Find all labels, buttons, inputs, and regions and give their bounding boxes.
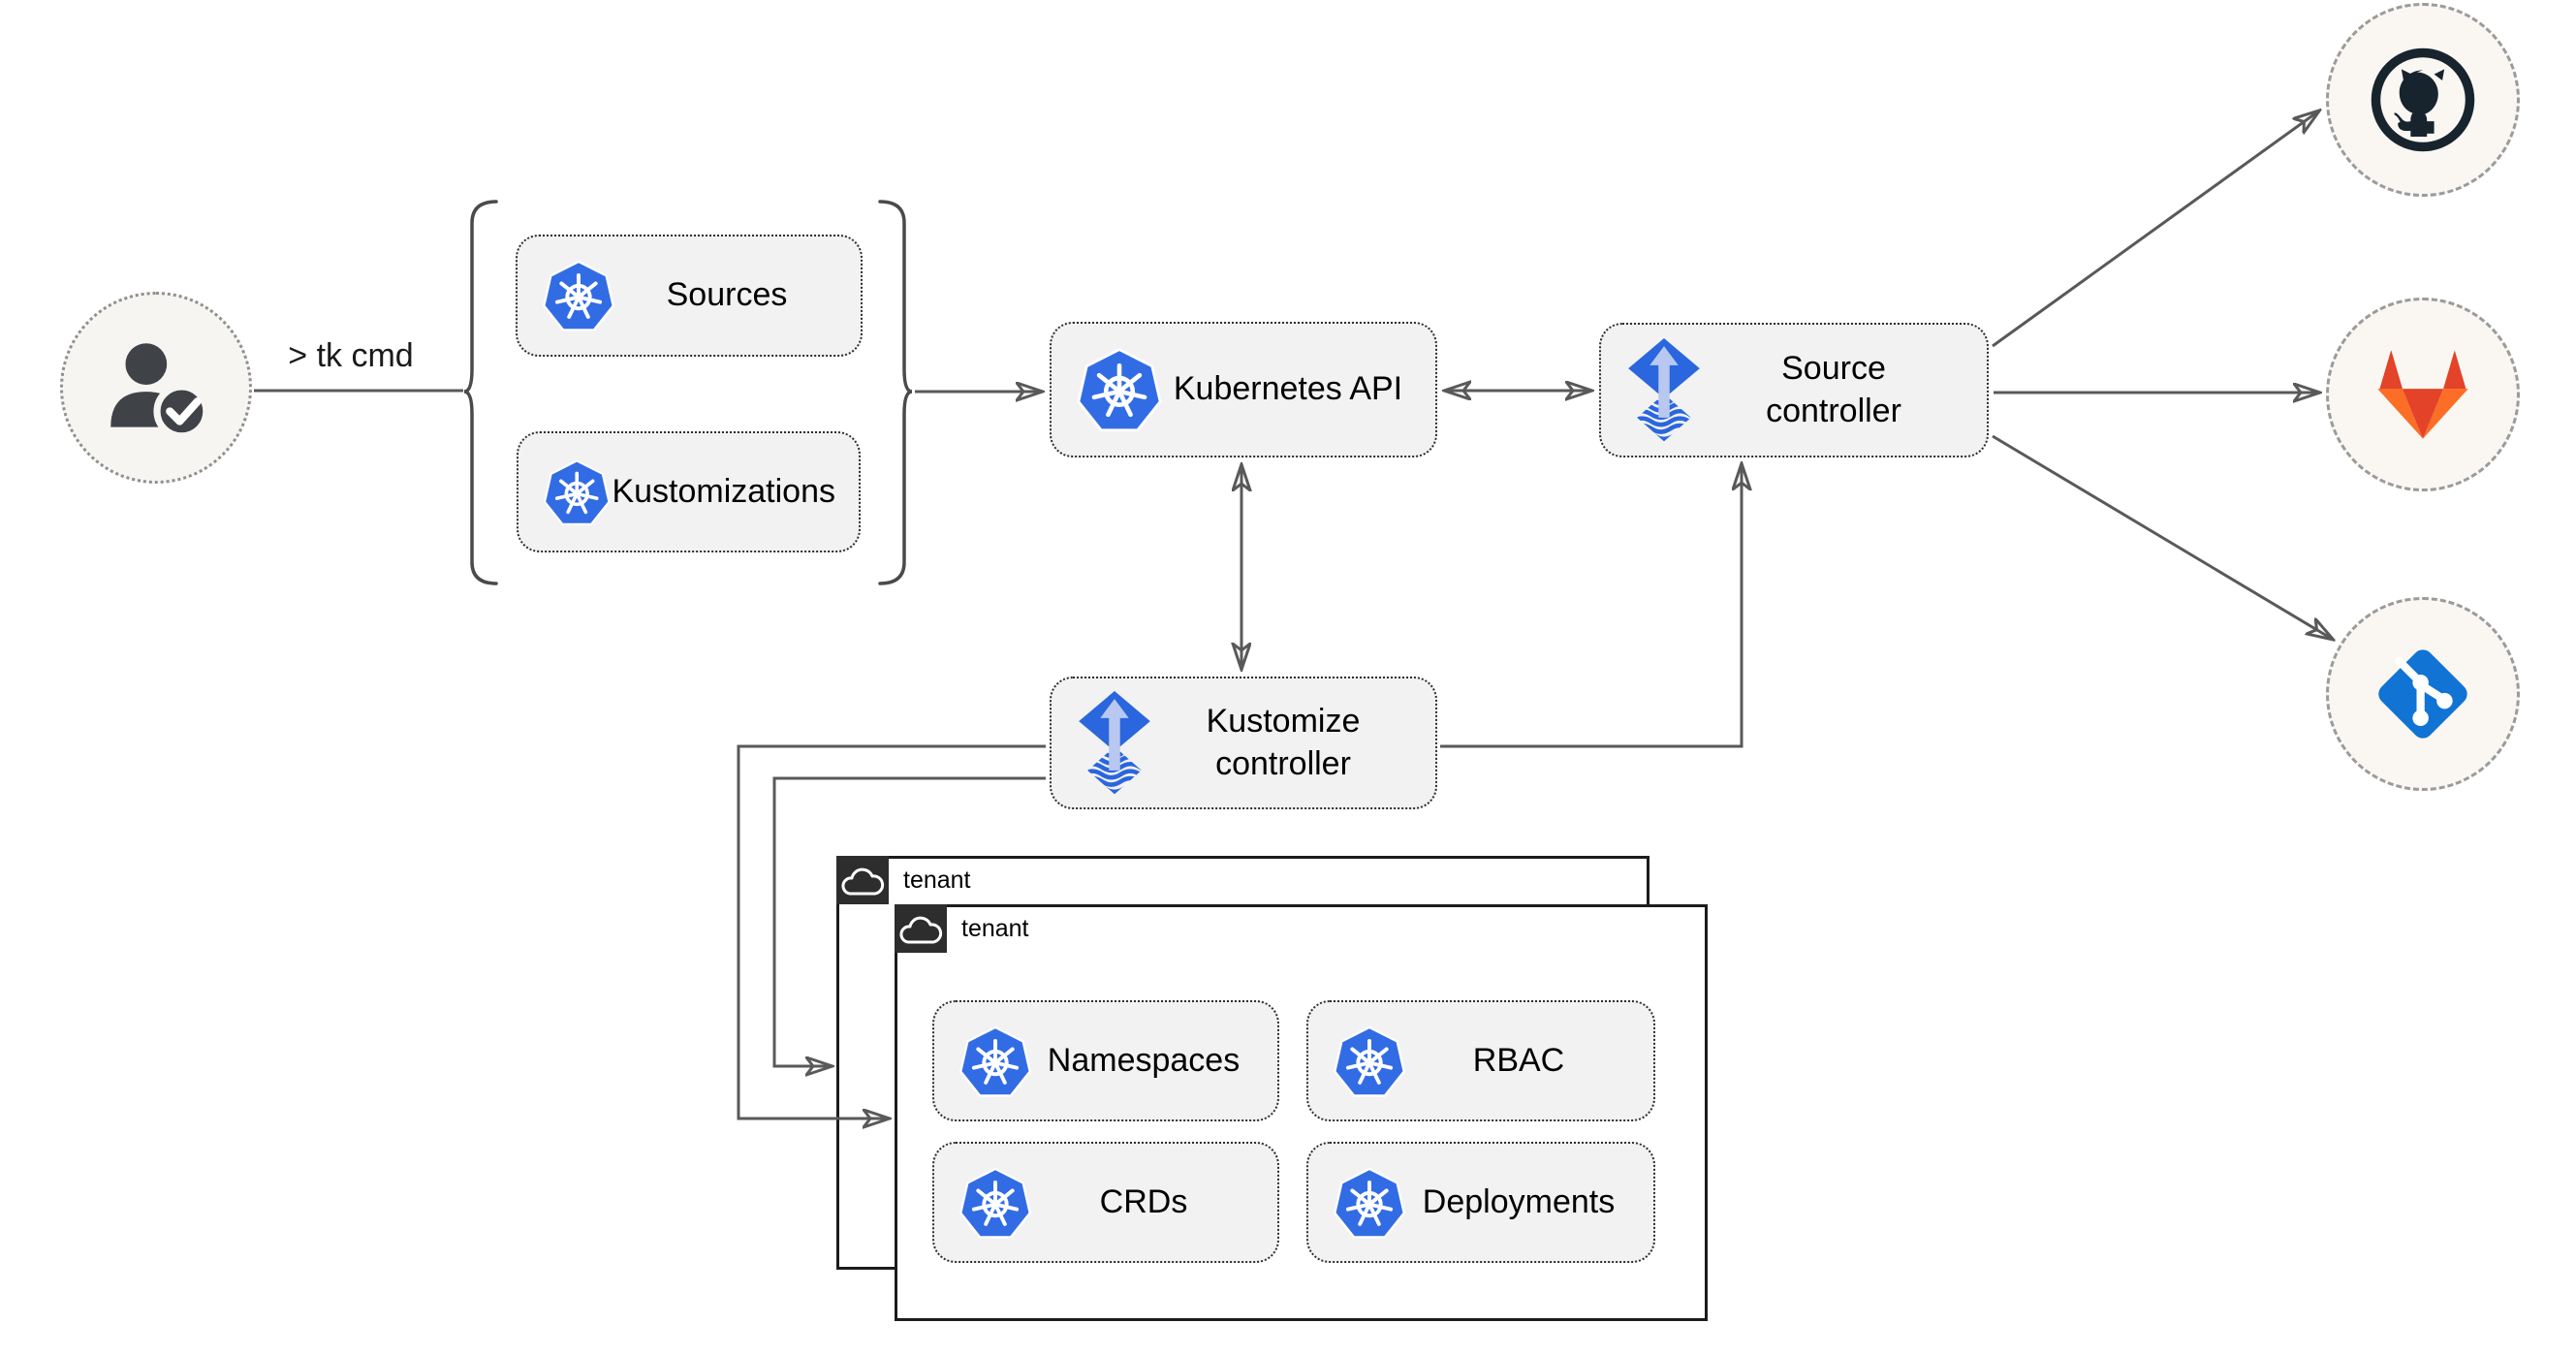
kubernetes-icon xyxy=(958,1166,1032,1239)
kustomizations-node: Kustomizations xyxy=(517,431,861,552)
tenant-back-label: tenant xyxy=(903,866,971,894)
edge-source-to-git xyxy=(1992,434,2332,639)
kubernetes-icon xyxy=(543,458,612,526)
tenant-tab xyxy=(836,856,889,904)
kubernetes-icon xyxy=(542,259,615,332)
kustomizations-label: Kustomizations xyxy=(612,472,835,510)
edge-kustomize-to-source xyxy=(1440,465,1742,748)
kubernetes-icon xyxy=(1075,345,1164,434)
github-provider xyxy=(2326,3,2520,197)
kubernetes-icon xyxy=(958,1024,1032,1097)
brace-left xyxy=(463,200,498,585)
rbac-label: RBAC xyxy=(1472,1041,1565,1079)
git-provider xyxy=(2326,597,2520,791)
sources-node: Sources xyxy=(516,235,863,357)
kubernetes-api-node: Kubernetes API xyxy=(1050,322,1437,457)
source-controller-label: Source controller xyxy=(1766,349,1901,429)
kubernetes-api-label: Kubernetes API xyxy=(1173,370,1403,408)
sources-label: Sources xyxy=(666,276,788,314)
kubernetes-icon xyxy=(1333,1166,1406,1239)
deployments-node: Deployments xyxy=(1306,1142,1655,1263)
crds-node: CRDs xyxy=(932,1142,1279,1263)
kustomize-controller-label: Kustomize controller xyxy=(1206,702,1361,782)
git-icon xyxy=(2366,637,2480,751)
flux-icon xyxy=(1075,691,1154,796)
cloud-icon xyxy=(899,916,943,944)
github-icon xyxy=(2367,44,2479,156)
deployments-label: Deployments xyxy=(1422,1182,1616,1220)
gitlab-provider xyxy=(2326,298,2520,491)
tenant-box-front: tenant Namespaces RBAC CRDs Deployments xyxy=(895,904,1708,1321)
rbac-node: RBAC xyxy=(1306,1000,1655,1121)
crds-label: CRDs xyxy=(1099,1182,1188,1220)
tk-command-label: > tk cmd xyxy=(288,337,414,374)
user-avatar xyxy=(60,292,252,484)
kustomize-controller-node: Kustomize controller xyxy=(1050,677,1437,809)
brace-right xyxy=(878,200,913,585)
tenant-front-label: tenant xyxy=(961,914,1029,942)
edge-source-to-github xyxy=(1992,111,2318,348)
cloud-icon xyxy=(841,867,885,896)
source-controller-node: Source controller xyxy=(1599,323,1989,457)
kubernetes-icon xyxy=(1333,1024,1406,1097)
flux-icon xyxy=(1624,338,1704,443)
namespaces-label: Namespaces xyxy=(1047,1041,1241,1079)
gitlab-icon xyxy=(2377,350,2468,439)
user-check-icon xyxy=(97,329,215,447)
tenant-tab xyxy=(895,904,947,953)
namespaces-node: Namespaces xyxy=(932,1000,1279,1121)
